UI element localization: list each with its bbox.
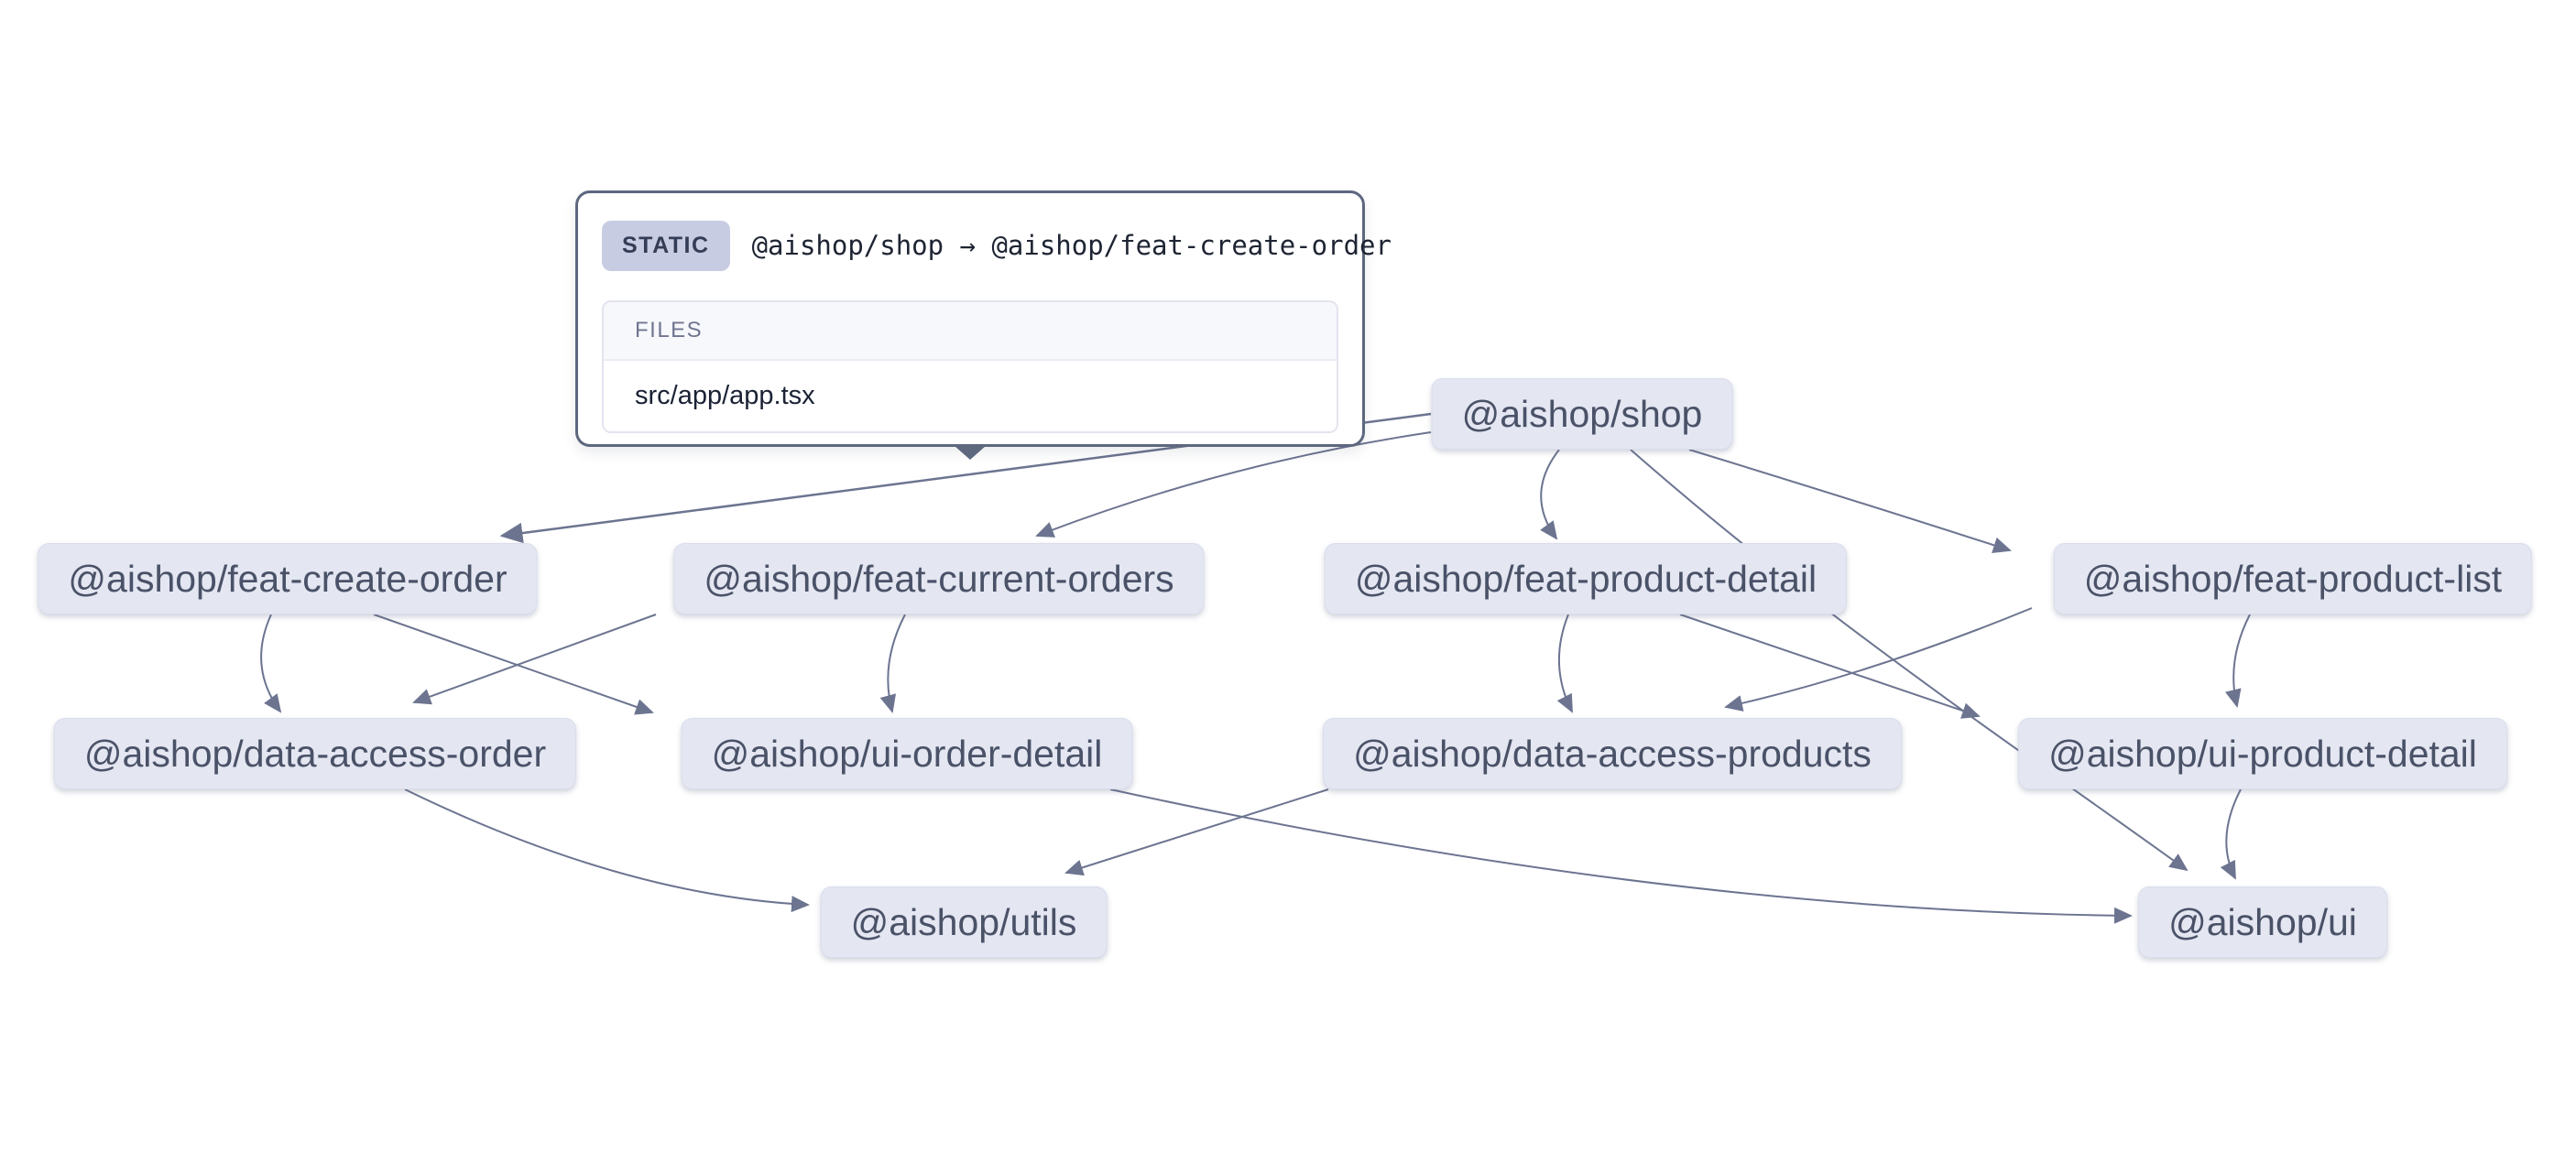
graph-node-data-access-products[interactable]: @aishop/data-access-products xyxy=(1323,718,1902,789)
edge-type-badge: STATIC xyxy=(602,220,730,271)
edge-tooltip: STATIC @aishop/shop → @aishop/feat-creat… xyxy=(575,190,1392,460)
graph-node-shop[interactable]: @aishop/shop xyxy=(1431,378,1733,450)
graph-node-feat-product-detail[interactable]: @aishop/feat-product-detail xyxy=(1324,543,1848,614)
tooltip-header: STATIC @aishop/shop → @aishop/feat-creat… xyxy=(602,216,1392,275)
file-item: src/app/app.tsx xyxy=(604,361,1337,431)
graph-node-ui-product-detail[interactable]: @aishop/ui-product-detail xyxy=(2018,718,2507,789)
edge-feat-product-list-to-ui-product-detail[interactable] xyxy=(2224,614,2251,708)
edge-feat-create-order-to-data-access-order[interactable] xyxy=(260,614,282,713)
edge-feat-current-orders-to-ui-order-detail[interactable] xyxy=(879,614,906,713)
edge-dependency-label: @aishop/shop → @aishop/feat-create-order xyxy=(751,230,1392,261)
edge-shop-to-feat-product-list[interactable] xyxy=(1688,449,2012,554)
edge-shop-to-ui[interactable] xyxy=(1630,449,2189,872)
graph-node-ui-order-detail[interactable]: @aishop/ui-order-detail xyxy=(681,718,1133,789)
graph-node-feat-current-orders[interactable]: @aishop/feat-current-orders xyxy=(673,543,1205,614)
edge-shop-to-feat-current-orders[interactable] xyxy=(1035,431,1432,538)
graph-node-ui[interactable]: @aishop/ui xyxy=(2138,886,2387,958)
graph-node-data-access-order[interactable]: @aishop/data-access-order xyxy=(53,718,577,789)
tooltip-caret-icon xyxy=(955,446,986,460)
edge-feat-current-orders-to-data-access-order[interactable] xyxy=(412,614,657,705)
graph-node-feat-product-list[interactable]: @aishop/feat-product-list xyxy=(2053,543,2533,614)
graph-node-feat-create-order[interactable]: @aishop/feat-create-order xyxy=(38,543,538,614)
edge-feat-product-detail-to-ui-product-detail[interactable] xyxy=(1679,614,1981,719)
edge-data-access-products-to-utils[interactable] xyxy=(1064,788,1329,876)
files-header: FILES xyxy=(604,302,1337,361)
edge-feat-create-order-to-ui-order-detail[interactable] xyxy=(373,614,654,715)
edge-feat-product-detail-to-data-access-products[interactable] xyxy=(1556,614,1573,713)
edge-shop-to-feat-product-detail[interactable] xyxy=(1540,449,1560,540)
edge-data-access-order-to-utils[interactable] xyxy=(404,788,810,913)
edge-ui-product-detail-to-ui[interactable] xyxy=(2220,788,2242,880)
edge-ui-order-detail-to-ui[interactable] xyxy=(1109,788,2133,924)
edge-feat-product-list-to-data-access-products[interactable] xyxy=(1724,607,2033,712)
graph-node-utils[interactable]: @aishop/utils xyxy=(820,886,1108,958)
files-box: FILES src/app/app.tsx xyxy=(602,300,1338,433)
